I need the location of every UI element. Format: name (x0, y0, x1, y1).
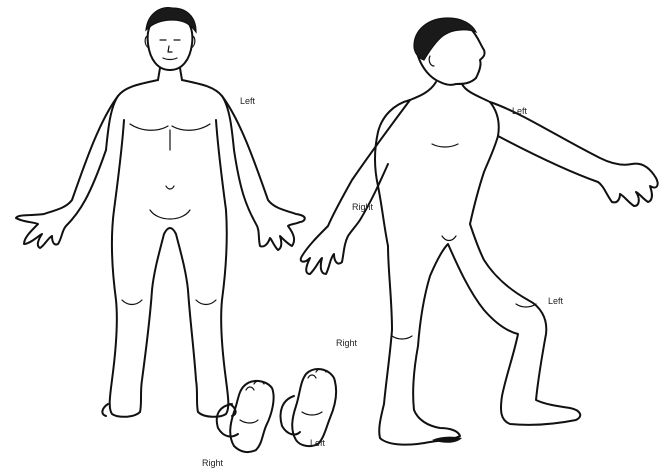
label-sole-right: Right (202, 458, 224, 468)
front-arm-viewer-left (16, 96, 118, 248)
label-side-leg-right: Right (336, 338, 358, 348)
side-legs (379, 224, 580, 445)
side-arm-left (490, 102, 658, 206)
label-side-arm-right: Right (352, 202, 374, 212)
front-arm-viewer-right (222, 96, 305, 250)
sole-left (292, 369, 336, 446)
side-body-figure (301, 18, 658, 445)
label-front-left: Left (240, 96, 256, 106)
label-side-leg-left: Left (548, 296, 564, 306)
front-hair (146, 8, 196, 32)
side-arm-right (301, 100, 410, 274)
front-feet (102, 404, 235, 416)
label-sole-left: Left (310, 438, 326, 448)
front-body-figure (16, 8, 305, 417)
label-side-arm-left: Left (512, 106, 528, 116)
front-legs (110, 210, 229, 417)
side-hair (414, 18, 476, 60)
sole-right (230, 381, 273, 452)
